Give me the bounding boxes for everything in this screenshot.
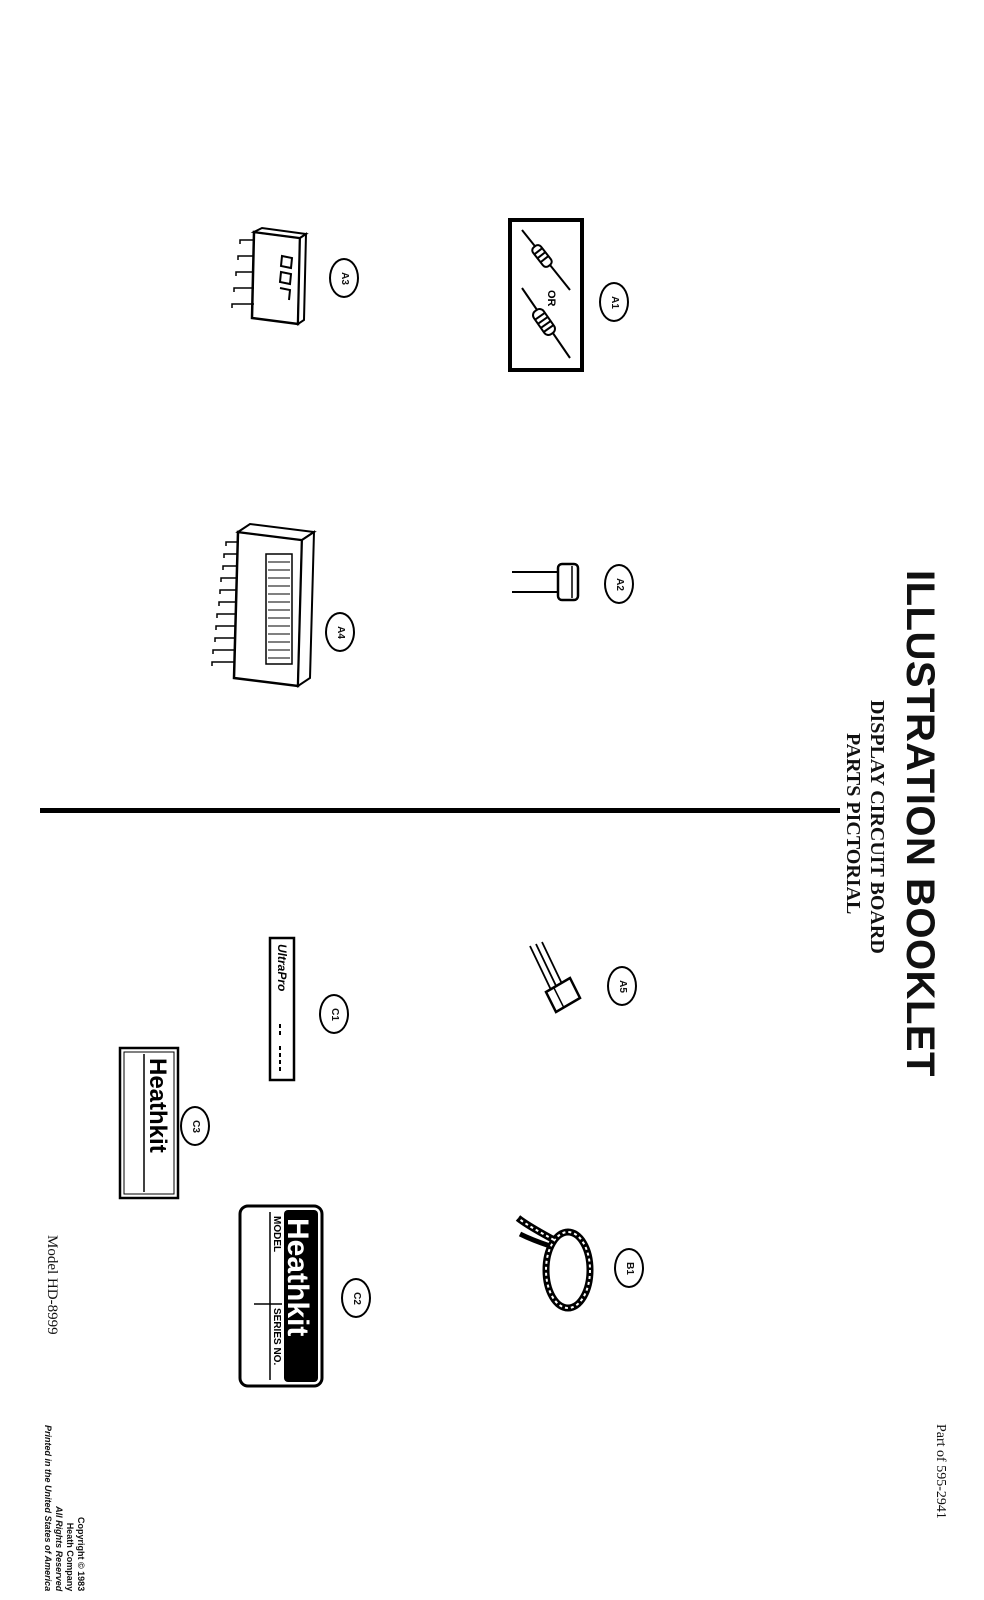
company-line: Heath Company <box>65 1522 75 1592</box>
booklet-subtitle-line2: PARTS PICTORIAL <box>842 733 864 915</box>
part-c2-label: C2 <box>341 1278 371 1318</box>
part-a2-label: A2 <box>604 564 634 604</box>
part-c3-label: C3 <box>180 1106 210 1146</box>
printed-line: Printed in the United States of America <box>43 1425 53 1592</box>
part-c1-label: C1 <box>319 994 349 1034</box>
part-b1-cable-loop <box>515 1215 594 1312</box>
part-c3-heathkit-label: Heathkit <box>118 1046 180 1200</box>
part-a3-display-module <box>231 226 309 326</box>
section-divider <box>40 808 840 813</box>
part-a3-label: A3 <box>329 258 359 298</box>
rights-line: All Rights Reserved <box>54 1506 64 1592</box>
part-c3-brand: Heathkit <box>144 1058 171 1153</box>
part-c2-model-text: MODEL <box>271 1216 282 1252</box>
part-c1-ultrapro-label: UltraPro <box>268 936 296 1082</box>
part-c2-series-text: SERIES NO. <box>271 1308 282 1365</box>
part-b1-label: B1 <box>614 1248 644 1288</box>
part-c1-brand: UltraPro <box>275 944 289 991</box>
part-number: Part of 595-2941 <box>933 1424 948 1519</box>
part-c2-brand: Heathkit <box>281 1218 314 1336</box>
part-a1-resistors: OR <box>508 218 584 372</box>
part-c2-heathkit-nameplate: Heathkit MODEL SERIES NO. <box>238 1204 324 1388</box>
copyright-line: Copyright © 1983 <box>76 1517 86 1592</box>
part-a4-bargraph-display <box>211 522 317 688</box>
part-a2-led <box>512 562 580 602</box>
booklet-title: ILLUSTRATION BOOKLET <box>898 570 942 1077</box>
booklet-subtitle-line1: DISPLAY CIRCUIT BOARD <box>866 700 888 954</box>
copyright-block: Copyright © 1983 Heath Company All Right… <box>42 1425 86 1591</box>
part-a5-connector <box>529 941 582 1014</box>
part-a1-or-text: OR <box>545 290 557 307</box>
model-number: Model HD-8999 <box>44 1235 60 1335</box>
part-a4-label: A4 <box>325 612 355 652</box>
part-a5-label: A5 <box>607 966 637 1006</box>
part-a1-label: A1 <box>599 282 629 322</box>
